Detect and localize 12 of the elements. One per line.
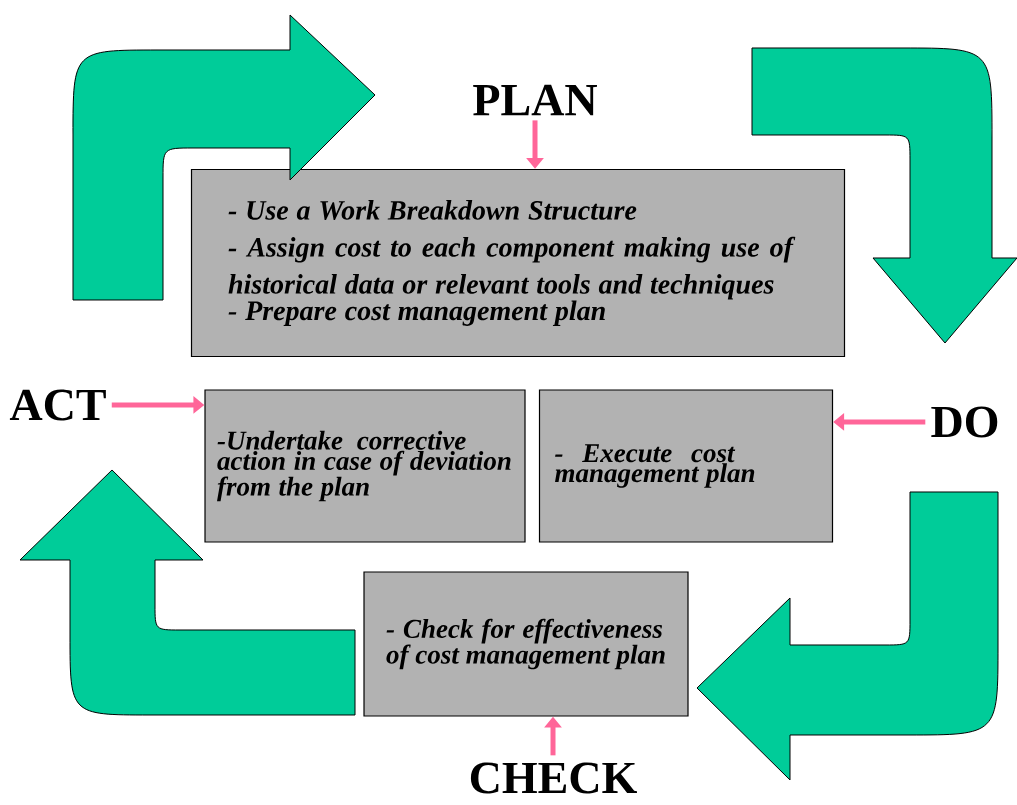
stage-label: CHECK xyxy=(470,762,637,794)
cycle-arrow xyxy=(751,47,1017,344)
cycle-arrow xyxy=(19,469,356,716)
text-box: - Execute cost management plan xyxy=(538,389,834,543)
stage-label: DO xyxy=(931,406,998,438)
stage-label: PLAN xyxy=(473,84,597,116)
text-box: - Check for effectiveness of cost management plan xyxy=(363,571,689,717)
cycle-arrow xyxy=(696,491,999,781)
stage-label: ACT xyxy=(9,389,106,421)
text-box: -Undertake corrective action in case of deviation from the plan xyxy=(204,389,526,543)
text-box: - Use a Work Breakdown Structure - Assign cost to each component making use of historical data or relevant tools and techniques - Prepare cost management plan xyxy=(190,168,846,358)
cycle-arrow xyxy=(72,14,376,301)
